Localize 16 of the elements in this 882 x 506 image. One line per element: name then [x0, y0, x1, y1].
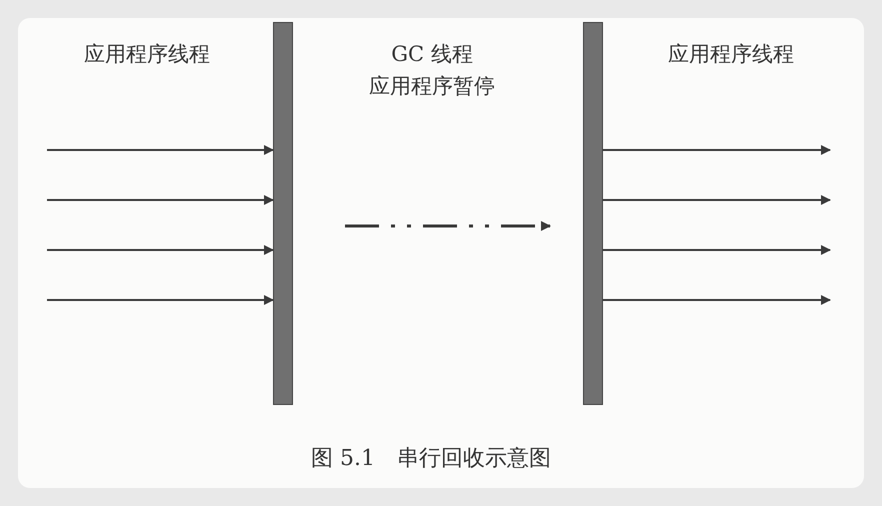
dash-dot-arrow — [345, 221, 551, 231]
heading-label: GC 线程 — [391, 41, 473, 68]
vertical-bar — [273, 22, 293, 405]
vertical-bar — [583, 22, 603, 405]
arrow — [603, 245, 831, 255]
heading-label: 应用程序线程 — [84, 41, 210, 68]
arrow — [603, 145, 831, 155]
heading-label: 应用程序线程 — [668, 41, 794, 68]
arrow — [47, 245, 274, 255]
arrow — [47, 195, 274, 205]
heading-label: 应用程序暂停 — [369, 73, 495, 100]
arrow — [47, 295, 274, 305]
arrow — [603, 295, 831, 305]
arrow — [47, 145, 274, 155]
figure-caption: 图 5.1 串行回收示意图 — [311, 445, 551, 473]
arrow — [603, 195, 831, 205]
